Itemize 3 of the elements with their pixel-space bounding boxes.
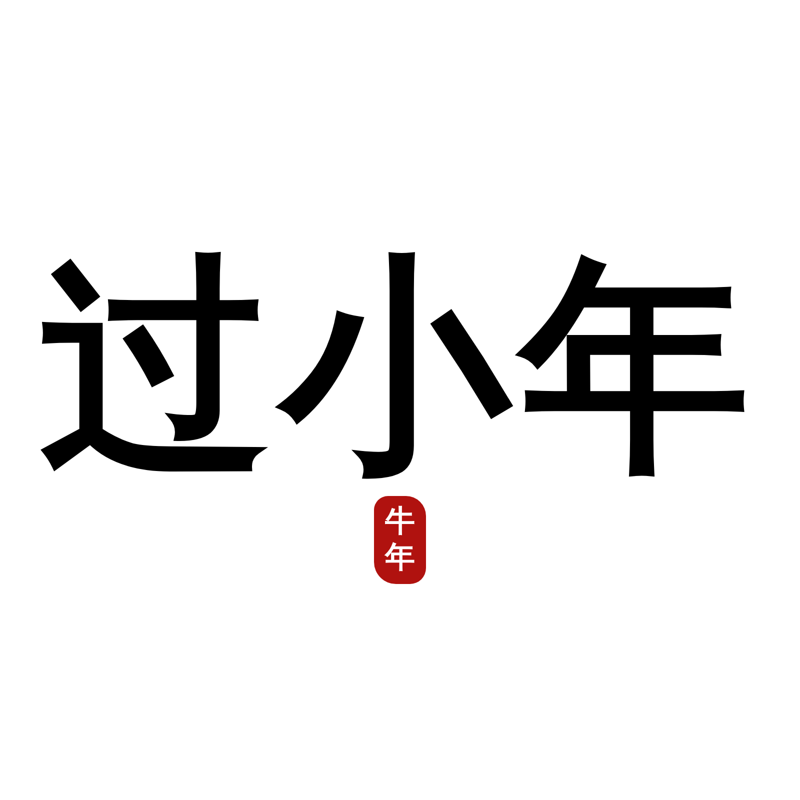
calligraphy-title: 过小年	[39, 229, 761, 502]
seal-stamp	[374, 496, 426, 584]
seal-text: 牛年	[384, 504, 416, 576]
